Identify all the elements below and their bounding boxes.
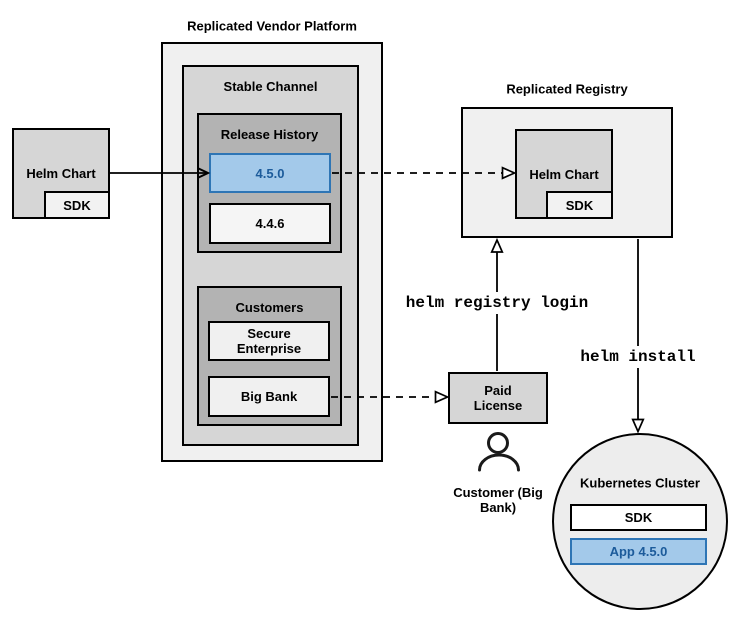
cluster-app-box: App 4.5.0 bbox=[570, 538, 707, 565]
release-version-446: 4.4.6 bbox=[209, 203, 331, 244]
registry-helm-chart-label: Helm Chart bbox=[529, 166, 599, 182]
person-icon bbox=[478, 432, 520, 472]
release-version-450-label: 4.5.0 bbox=[255, 165, 285, 181]
cluster-sdk-label: SDK bbox=[624, 510, 653, 525]
customer-caption: Customer (Big Bank) bbox=[453, 485, 543, 515]
paid-license-label: Paid License bbox=[473, 383, 523, 413]
cluster-app-label: App 4.5.0 bbox=[609, 544, 668, 559]
cluster-sdk-box: SDK bbox=[570, 504, 707, 531]
kubernetes-cluster-title: Kubernetes Cluster bbox=[580, 475, 700, 491]
customer-big-bank-box: Big Bank bbox=[208, 376, 330, 417]
helm-registry-login-command: helm registry login bbox=[399, 292, 595, 314]
registry-sdk-box: SDK bbox=[546, 191, 613, 219]
vendor-sdk-label: SDK bbox=[63, 197, 91, 213]
vendor-helm-chart-label: Helm Chart bbox=[26, 166, 96, 181]
stable-channel-title: Stable Channel bbox=[223, 79, 318, 94]
release-version-450: 4.5.0 bbox=[209, 153, 331, 193]
arrow-registry-to-cluster bbox=[631, 239, 645, 434]
customer-big-bank-label: Big Bank bbox=[240, 389, 298, 404]
helm-install-command: helm install bbox=[574, 346, 702, 368]
vendor-sdk-box: SDK bbox=[44, 191, 110, 219]
release-history-title: Release History bbox=[220, 127, 319, 142]
vendor-platform-title: Replicated Vendor Platform bbox=[187, 18, 357, 34]
release-version-446-label: 4.4.6 bbox=[255, 216, 285, 231]
paid-license-box: Paid License bbox=[448, 372, 548, 424]
customer-secure-enterprise-box: Secure Enterprise bbox=[208, 321, 330, 361]
registry-sdk-label: SDK bbox=[565, 197, 594, 213]
customer-secure-enterprise-label: Secure Enterprise bbox=[236, 326, 302, 356]
customers-title: Customers bbox=[235, 300, 304, 315]
registry-title: Replicated Registry bbox=[506, 81, 628, 97]
